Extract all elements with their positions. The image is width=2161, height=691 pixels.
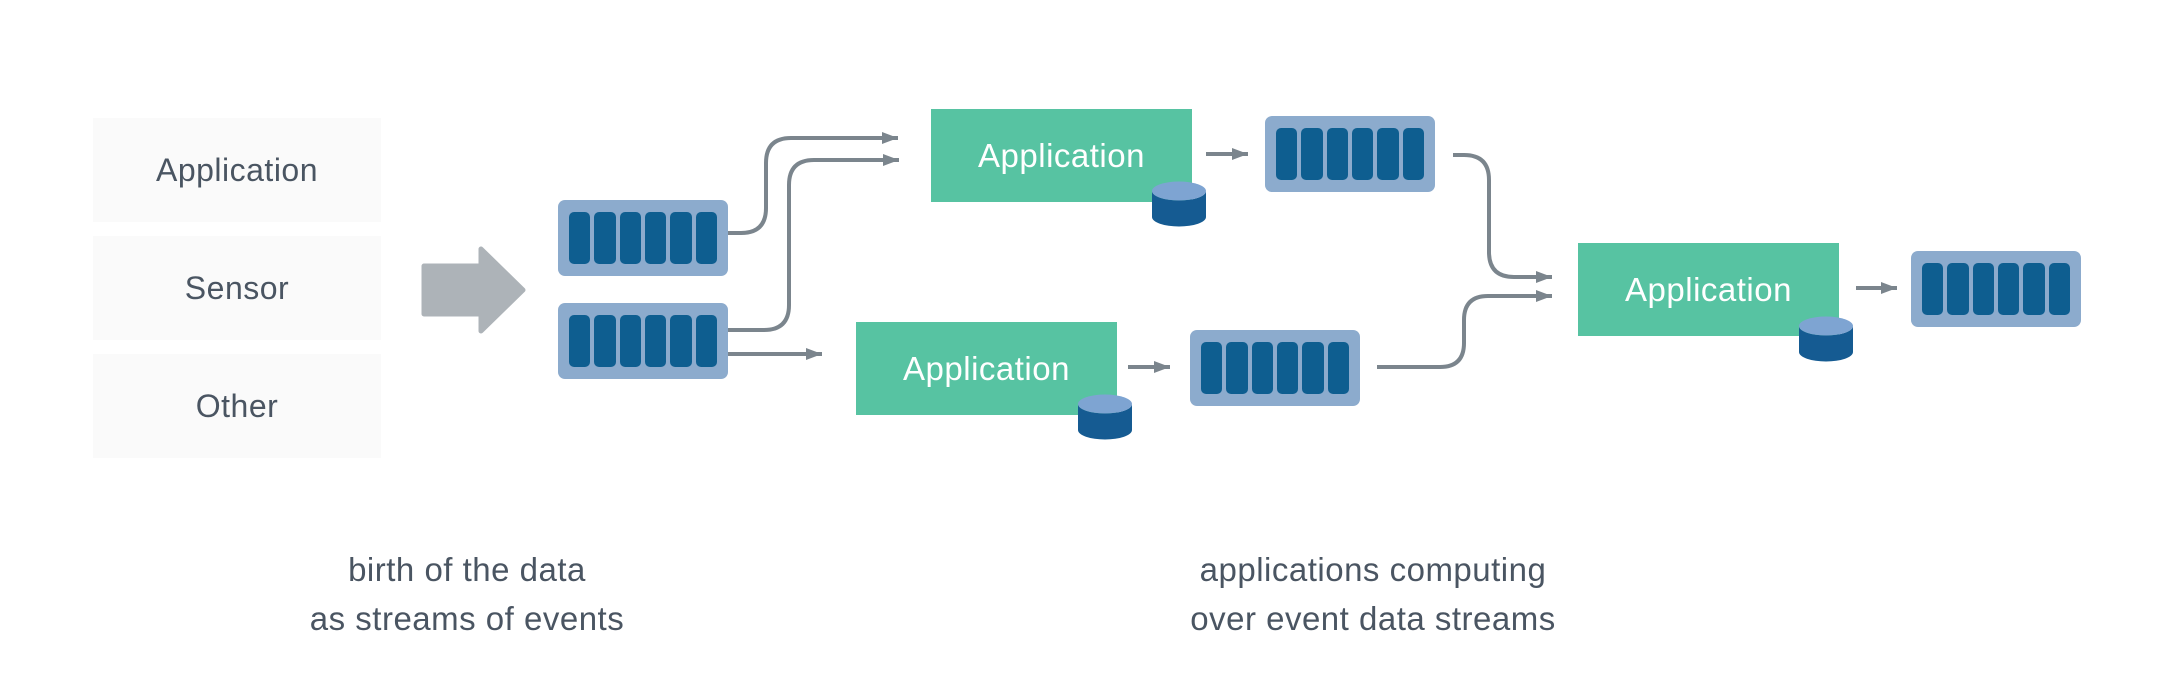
connector-stream2-to-app1 xyxy=(728,154,899,332)
app-box-3: Application xyxy=(1578,243,1839,336)
database-icon-3 xyxy=(1799,316,1853,362)
database-icon-2 xyxy=(1078,394,1132,440)
stream-bar xyxy=(695,315,717,367)
caption-apps-computing: applications computing over event data s… xyxy=(1123,545,1623,643)
stream-bar xyxy=(594,315,616,367)
stream-bar xyxy=(1276,128,1298,180)
stream-bar xyxy=(1327,342,1349,394)
stream-bar xyxy=(1201,342,1223,394)
stream-bar xyxy=(1351,128,1374,180)
stream-bar xyxy=(1947,263,1969,315)
stream-bar xyxy=(644,212,667,264)
connector-stream3-to-app3 xyxy=(1453,153,1552,283)
connector-stream1-to-app1 xyxy=(728,132,898,235)
stream-bar xyxy=(1251,342,1273,394)
source-box-application: Application xyxy=(93,118,381,222)
stream-bar xyxy=(1276,342,1299,394)
stream-bar xyxy=(1326,128,1348,180)
stream-bar xyxy=(1997,263,2020,315)
ingest-arrow-icon xyxy=(421,246,527,341)
stream-bar xyxy=(619,315,641,367)
app-box-1: Application xyxy=(931,109,1192,202)
event-stream-icon-3 xyxy=(1265,116,1435,192)
stream-bar xyxy=(670,315,692,367)
stream-bar xyxy=(1226,342,1248,394)
stream-bar xyxy=(1302,342,1324,394)
caption-line: birth of the data xyxy=(348,551,586,588)
stream-bar xyxy=(1301,128,1323,180)
stream-bar xyxy=(619,212,641,264)
stream-bar xyxy=(1402,128,1424,180)
stream-bar xyxy=(695,212,717,264)
event-stream-icon-1 xyxy=(558,200,728,276)
caption-birth-of-data: birth of the data as streams of events xyxy=(242,545,692,643)
caption-line: applications computing xyxy=(1199,551,1547,588)
caption-line: over event data streams xyxy=(1190,600,1556,637)
event-stream-icon-5 xyxy=(1911,251,2081,327)
app-box-2: Application xyxy=(856,322,1117,415)
event-stream-icon-2 xyxy=(558,303,728,379)
source-box-sensor: Sensor xyxy=(93,236,381,340)
stream-bar xyxy=(569,212,591,264)
stream-bar xyxy=(1972,263,1994,315)
connector-stream4-to-app3 xyxy=(1377,290,1552,369)
event-stream-icon-4 xyxy=(1190,330,1360,406)
stream-bar xyxy=(594,212,616,264)
caption-line: as streams of events xyxy=(309,600,625,637)
stream-bar xyxy=(1377,128,1399,180)
stream-bar xyxy=(2023,263,2045,315)
stream-bar xyxy=(2048,263,2070,315)
stream-bar xyxy=(569,315,591,367)
stream-bar xyxy=(1922,263,1944,315)
stream-bar xyxy=(670,212,692,264)
database-icon-1 xyxy=(1152,181,1206,227)
source-box-other: Other xyxy=(93,354,381,458)
stream-bar xyxy=(644,315,667,367)
